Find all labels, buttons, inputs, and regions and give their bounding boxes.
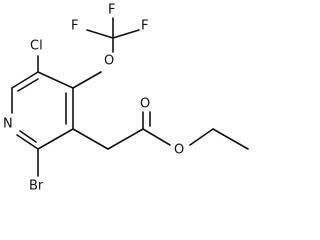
bond-cf3-f-right [112, 29, 140, 39]
bond-ch2-ch3 [212, 128, 249, 150]
atom-n: N [3, 117, 13, 132]
bond-o-ch2-ethyl [189, 128, 214, 146]
atom-labels: F F F O Cl N Br O O [3, 3, 184, 194]
bond-c5-c4 [37, 71, 74, 89]
bond-c6-c5-inner [17, 78, 39, 92]
bond-c-o-ester [142, 128, 171, 146]
atom-br: Br [29, 179, 44, 194]
bond-c2-n-inner [19, 130, 37, 143]
bond-c3-c2 [37, 128, 74, 150]
bond-c2-n-outer [16, 134, 39, 150]
atom-cl: Cl [30, 39, 43, 54]
atom-o-ester: O [174, 143, 184, 158]
molecule-drawing: F F F O Cl N Br O O [3, 2, 249, 194]
bond-cf3-f-left [86, 29, 114, 39]
bonds [11, 17, 249, 177]
bond-c6-c5-outer [11, 71, 39, 89]
atom-f-right: F [141, 19, 148, 34]
atom-o-carbonyl: O [140, 97, 150, 112]
atom-f-left: F [71, 19, 78, 34]
bond-c3-ch2 [72, 128, 109, 150]
structure-canvas: F F F O Cl N Br O O [0, 2, 249, 194]
bond-c4-o [72, 71, 102, 89]
atom-o-ether: O [104, 54, 114, 69]
bond-ch2-cco [107, 128, 144, 150]
atom-f-top: F [108, 3, 115, 18]
